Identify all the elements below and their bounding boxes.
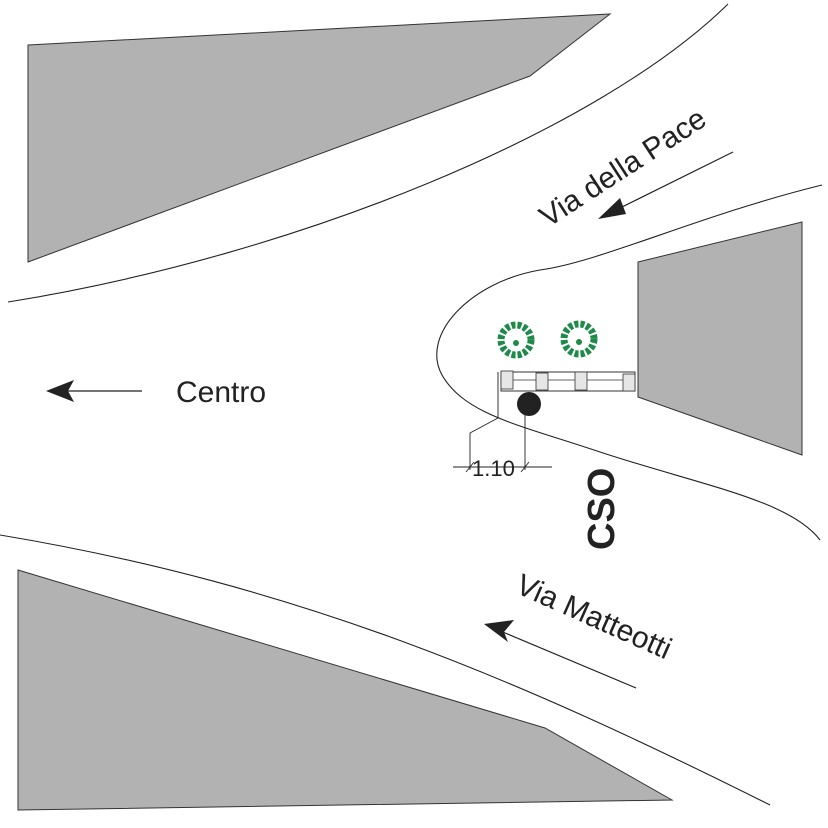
tree-icon [497,321,535,359]
building-bottom-left [17,569,674,811]
pole-marker [517,392,541,416]
barrier-railing [500,370,636,392]
tree-icon [560,320,598,358]
building-right [637,221,803,456]
label-centro: Centro [176,376,266,409]
dimension-label: 1.10 [472,456,515,481]
building-top-left [27,13,612,263]
road-edge-bottom [0,534,771,806]
label-via-matteotti: Via Matteotti [511,568,676,666]
road-edge-top [7,3,729,303]
arrow-centro [46,380,142,402]
arrow-via-matteotti [484,620,637,689]
road-edge-island [436,184,823,541]
dimension-line [453,372,552,473]
label-cso: CSO [581,468,623,550]
arrow-via-della-pace [598,151,734,219]
